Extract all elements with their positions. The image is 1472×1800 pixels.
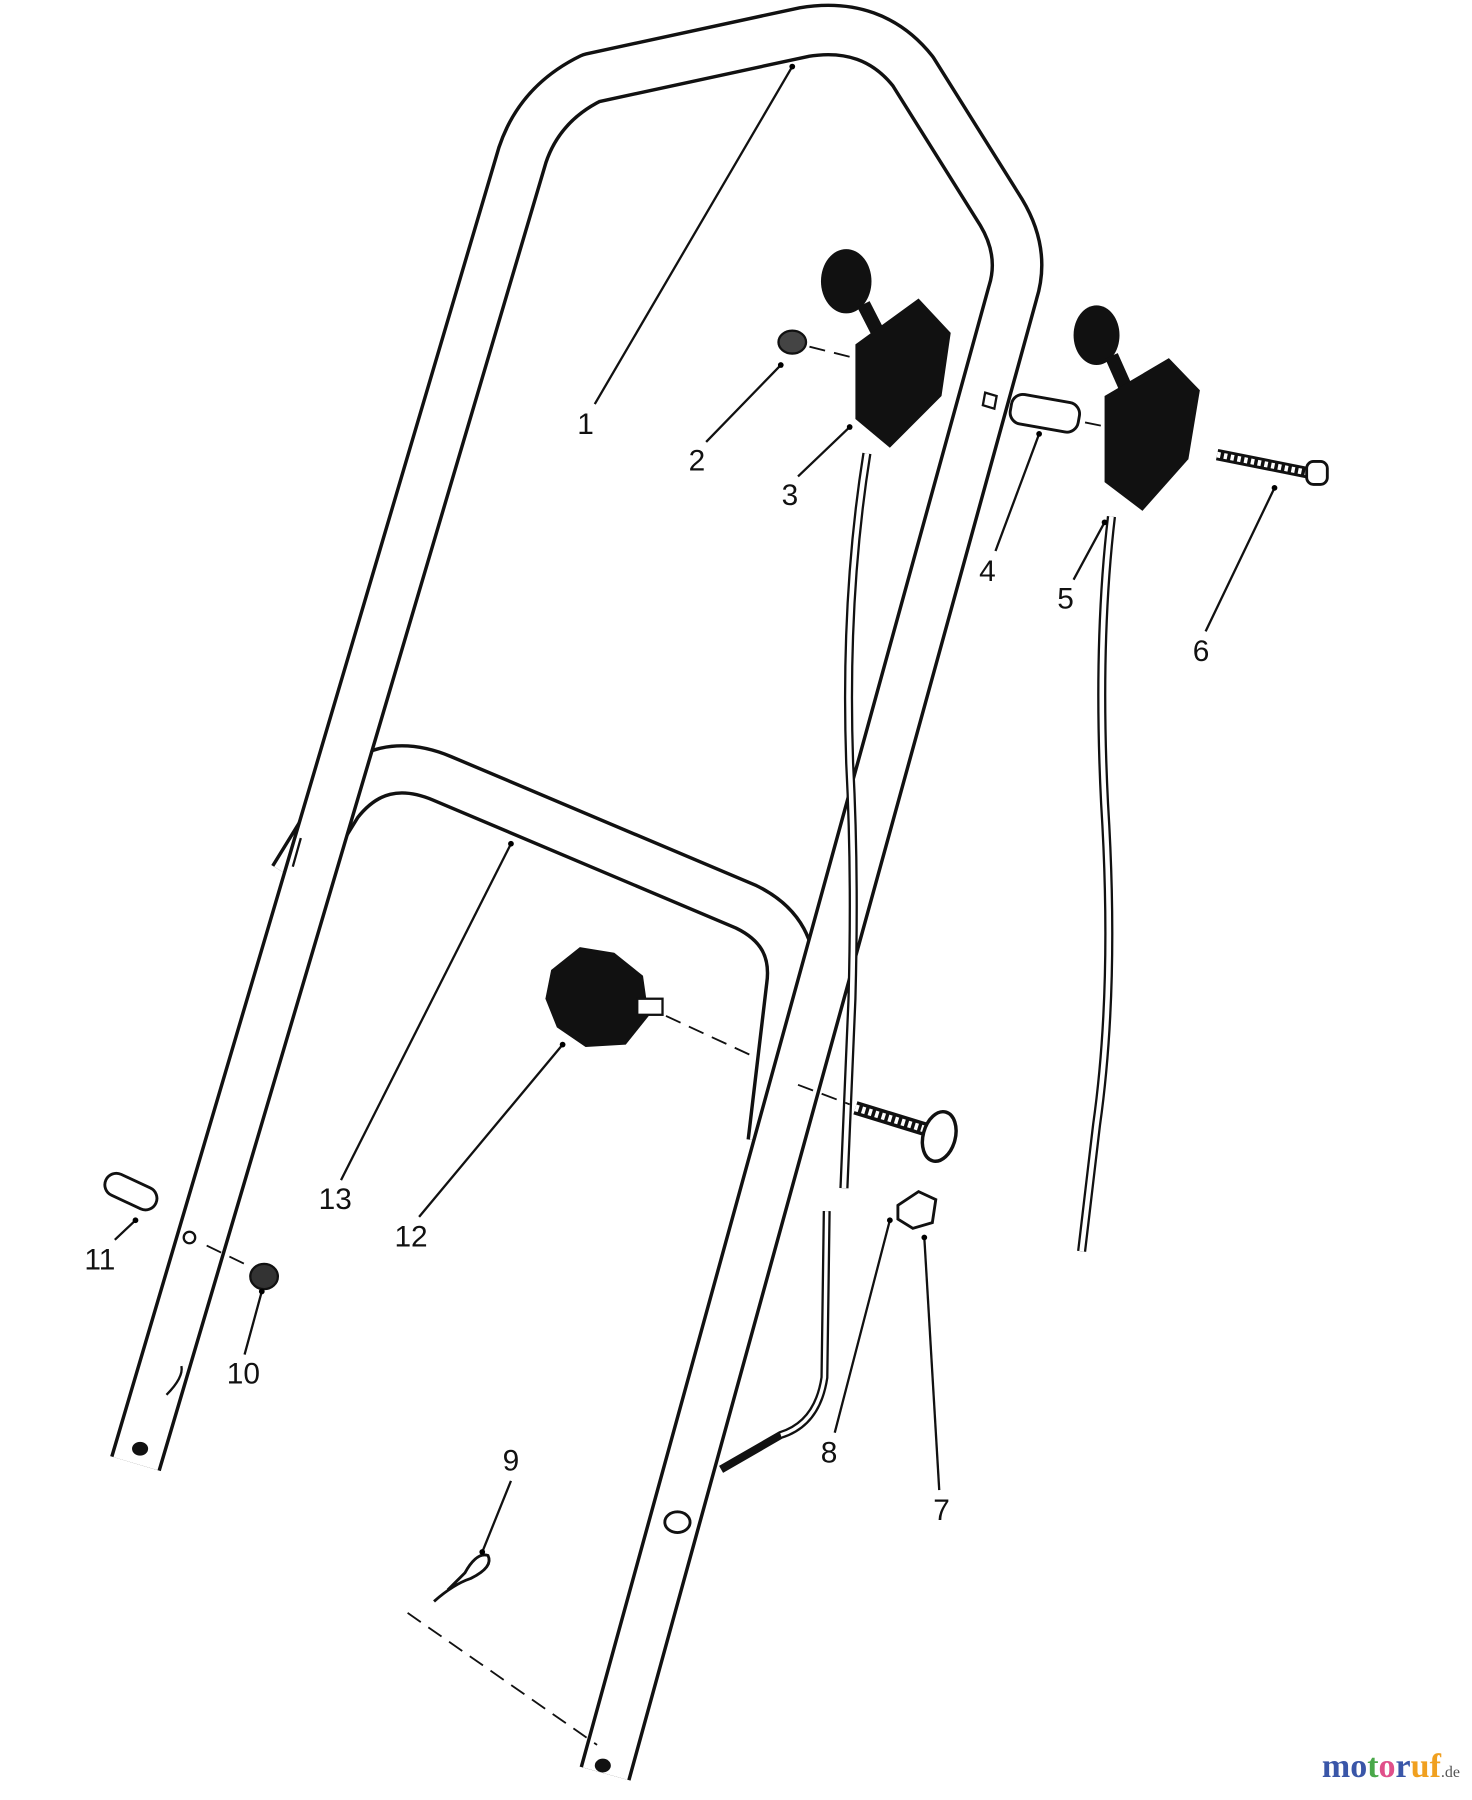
callout-11: 11: [84, 1244, 115, 1277]
lower-handle: [271, 744, 817, 1147]
second-control: [1073, 305, 1200, 511]
spacer-4: [981, 391, 1081, 434]
pin-11: [103, 1171, 197, 1245]
watermark-letter: t: [1367, 1748, 1379, 1785]
throttle-cable: [719, 452, 872, 1473]
callout-13: 13: [319, 1183, 352, 1216]
callout-6: 6: [1193, 635, 1210, 668]
bolt-6: [1215, 448, 1329, 486]
leader-lines: [114, 63, 1278, 1555]
callout-4: 4: [979, 555, 996, 588]
watermark-letter: o: [1350, 1748, 1368, 1785]
callout-3: 3: [782, 479, 799, 512]
callout-10: 10: [227, 1357, 260, 1390]
callout-1: 1: [577, 408, 594, 441]
spacer-pin: [663, 1510, 692, 1534]
callout-2: 2: [689, 445, 706, 478]
watermark-letter: u: [1410, 1748, 1430, 1785]
second-cable: [1077, 516, 1117, 1252]
nut-2: [777, 329, 808, 355]
callout-9: 9: [503, 1445, 520, 1478]
nut-7: [896, 1189, 938, 1230]
callout-7: 7: [933, 1494, 950, 1527]
hairpin-9: [433, 1553, 491, 1603]
watermark-letter: r: [1395, 1748, 1411, 1785]
watermark-letter: f: [1429, 1748, 1441, 1785]
watermark-letter: o: [1378, 1748, 1396, 1785]
watermark-letter: m: [1321, 1748, 1351, 1785]
knob-12: [545, 947, 664, 1047]
watermark-suffix: .de: [1440, 1764, 1460, 1781]
callout-8: 8: [821, 1437, 838, 1470]
callout-5: 5: [1057, 582, 1074, 615]
nut-10: [249, 1262, 280, 1291]
throttle-control: [820, 249, 951, 448]
motoruf-watermark-logo: motoruf.de: [1322, 1748, 1460, 1786]
callout-12: 12: [394, 1221, 427, 1254]
upper-handle: [110, 3, 1044, 1781]
carriage-bolt-8: [853, 1101, 958, 1163]
